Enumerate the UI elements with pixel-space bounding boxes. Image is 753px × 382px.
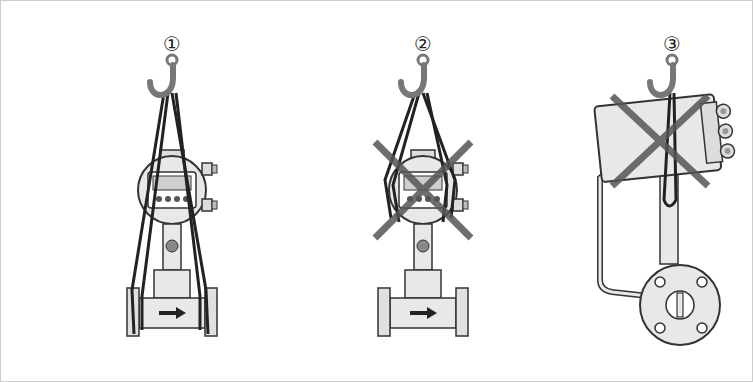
wrong-lifting-head [375,55,471,336]
wrong-lifting-remote-part-part [722,128,729,135]
wrong-lifting-remote-part [666,291,694,319]
wrong-lifting-remote-part [697,323,707,333]
correct-lifting-part [172,93,208,334]
correct-lifting-part [150,55,177,95]
wrong-lifting-remote-part-part [724,148,731,155]
wrong-lifting-head-part [401,55,428,95]
wrong-lifting-remote-part-part [720,143,735,158]
wrong-lifting-remote [594,55,736,345]
wrong-lifting-remote-part-part [716,104,731,119]
wrong-lifting-remote-part [640,265,720,345]
wrong-lifting-remote-part [697,277,707,287]
wrong-lifting-remote-part [655,323,665,333]
correct-lifting-part [142,93,168,330]
wrong-lifting-remote-part-part [718,123,733,138]
wrong-lifting-remote-part [600,168,648,296]
wrong-lifting-remote-part [650,55,677,95]
callout-number: ① [163,34,181,54]
wrong-lifting-remote-part [677,293,683,317]
wrong-lifting-head-part [375,142,471,238]
wrong-lifting-remote-part [655,277,665,287]
wrong-lifting-remote-part [612,96,708,186]
correct-lifting-part [132,93,164,334]
correct-lifting [127,55,217,336]
callout-number: ③ [663,34,681,54]
correct-lifting-part [176,93,200,330]
wrong-lifting-remote-part-part [720,108,727,115]
wrong-lifting-remote-part [600,168,648,296]
callout-number: ② [414,34,432,54]
